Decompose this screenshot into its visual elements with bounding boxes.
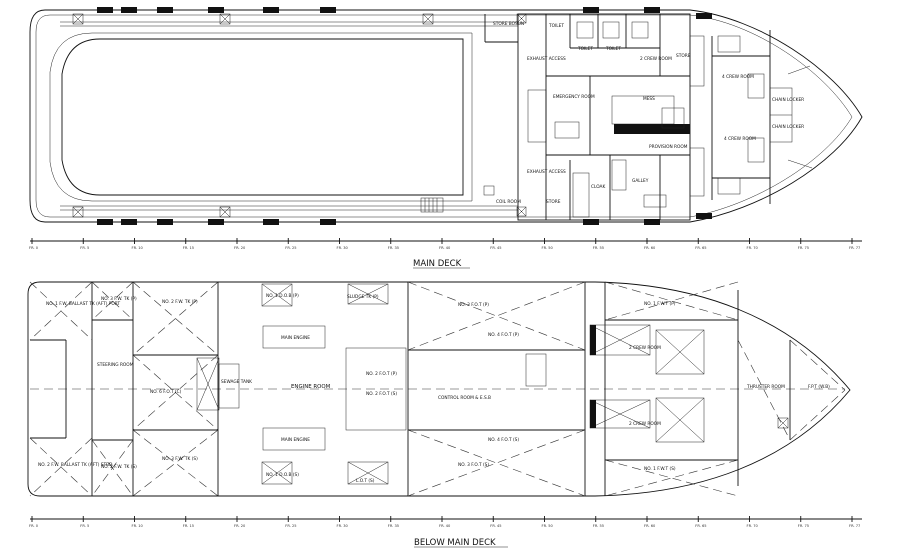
frame-tick-label: FR. 75 bbox=[798, 524, 809, 528]
frame-tick-label: FR. 0 bbox=[29, 246, 39, 250]
label-fot6c: NO. 6 F.O.T (C) bbox=[150, 389, 182, 395]
frame-tick-label: FR. 60 bbox=[644, 246, 656, 250]
main-deck-cargo-area bbox=[61, 38, 464, 196]
frame-scale-main: FR. 0 FR. 5 FR. 10 FR. 15 FR. 20 FR. 25 FR. 30… bbox=[29, 238, 862, 250]
label-dob-s: NO. 1 D.O.B (S) bbox=[266, 472, 299, 478]
label-exhaust-access-bot: EXHAUST ACCESS bbox=[527, 169, 566, 175]
frame-tick-label: FR. 20 bbox=[234, 524, 246, 528]
label-thruster-room: THRUSTER ROOM bbox=[746, 384, 785, 390]
frame-tick-label: FR. 5 bbox=[80, 524, 89, 528]
label-fot2p: NO. 2 F.O.T (P) bbox=[366, 371, 397, 377]
label-fot4s: NO. 4 F.O.T (S) bbox=[488, 437, 519, 443]
frame-tick-label: FR. 15 bbox=[183, 246, 194, 250]
label-store-fwd: STORE bbox=[676, 53, 691, 59]
label-fwtk3s: NO. 3 F.W. TK (S) bbox=[162, 456, 198, 462]
main-deck-hull-outline bbox=[29, 9, 863, 223]
frame-tick-label: FR. 25 bbox=[285, 246, 296, 250]
frame-tick-label: FR. 10 bbox=[132, 246, 144, 250]
frame-tick-label: FR. 75 bbox=[798, 246, 809, 250]
frame-tick-label: FR. 77 bbox=[849, 524, 860, 528]
label-chain-locker-b: CHAIN LOCKER bbox=[772, 124, 804, 130]
frame-tick-label: FR. 0 bbox=[29, 524, 39, 528]
label-engine-room: ENGINE ROOM bbox=[291, 384, 331, 390]
label-emergency-room: EMERGENCY ROOM bbox=[553, 94, 595, 100]
label-main-engine-bot: MAIN ENGINE bbox=[281, 437, 310, 443]
label-toilet-b: TOILET bbox=[577, 46, 593, 52]
below-main-deck-title: BELOW MAIN DECK bbox=[414, 538, 496, 548]
frame-tick-label: FR. 70 bbox=[747, 246, 759, 250]
label-fwtk2s: NO. 2 F.W. TK (S) bbox=[101, 464, 137, 470]
main-deck-title: MAIN DECK bbox=[413, 259, 462, 269]
label-fwtk2p: NO. 2 F.W. TK (P) bbox=[162, 299, 198, 305]
label-toilet-a: TOILET bbox=[548, 23, 564, 29]
frame-tick-label: FR. 40 bbox=[439, 246, 451, 250]
frame-tick-label: FR. 55 bbox=[593, 524, 604, 528]
frame-tick-label: FR. 35 bbox=[388, 524, 399, 528]
frame-tick-label: FR. 65 bbox=[695, 246, 706, 250]
label-fot3p: NO. 3 F.O.T (P) bbox=[458, 302, 489, 308]
below-deck-hull-outline bbox=[27, 281, 851, 497]
label-fwt1s: NO. 1 F.W.T (S) bbox=[644, 466, 676, 472]
frame-tick-label: FR. 55 bbox=[593, 246, 604, 250]
frame-tick-label: FR. 40 bbox=[439, 524, 451, 528]
frame-tick-label: FR. 20 bbox=[234, 246, 246, 250]
frame-tick-label: FR. 30 bbox=[337, 246, 349, 250]
frame-tick-label: FR. 45 bbox=[490, 524, 501, 528]
label-fot4p: NO. 4 F.O.T (P) bbox=[488, 332, 519, 338]
label-dob-p: NO. 1 D.O.B (P) bbox=[266, 293, 299, 299]
frame-tick-label: FR. 70 bbox=[747, 524, 759, 528]
frame-tick-label: FR. 10 bbox=[132, 524, 144, 528]
label-fot2s: NO. 2 F.O.T (S) bbox=[366, 391, 397, 397]
label-fot3s: NO. 3 F.O.T (S) bbox=[458, 462, 489, 468]
frame-tick-label: FR. 35 bbox=[388, 246, 399, 250]
frame-tick-label: FR. 77 bbox=[849, 246, 860, 250]
main-deck-plan: STORE BOSUN TOILET TOILET TOILET STORE 2… bbox=[29, 7, 863, 225]
label-lot-s: L.O.T (S) bbox=[356, 478, 375, 484]
label-fw-ballast-port: NO. 1 F.W. BALLAST TK (AFT) PORT bbox=[46, 301, 120, 307]
label-sludge-tk: SLUDGE TK (P) bbox=[347, 294, 379, 300]
label-steering-room: STEERING ROOM bbox=[97, 362, 134, 368]
label-4-crew-room-b: 4 CREW ROOM bbox=[724, 136, 756, 142]
label-exhaust-access-top: EXHAUST ACCESS bbox=[527, 56, 566, 62]
label-store-aft: STORE bbox=[546, 199, 561, 205]
frame-tick-label: FR. 65 bbox=[695, 524, 706, 528]
label-coil-room: COIL ROOM bbox=[496, 199, 521, 205]
frame-tick-label: FR. 15 bbox=[183, 524, 194, 528]
below-main-deck-plan: NO. 1 F.W. BALLAST TK (AFT) PORT NO. 2 F… bbox=[27, 281, 851, 497]
frame-tick-label: FR. 45 bbox=[490, 246, 501, 250]
frame-scale-below: FR. 0 FR. 5 FR. 10 FR. 15 FR. 20 FR. 25 FR. 30… bbox=[29, 516, 862, 528]
frame-tick-label: FR. 25 bbox=[285, 524, 296, 528]
label-mess: MESS bbox=[643, 96, 655, 102]
label-toilet-c: TOILET bbox=[605, 46, 621, 52]
label-galley: GALLEY bbox=[632, 178, 649, 184]
label-fw-ballast-stbd: NO. 2 F.W. BALLAST TK (AFT) STBD bbox=[38, 462, 113, 468]
label-chain-locker-a: CHAIN LOCKER bbox=[772, 97, 804, 103]
frame-tick-label: FR. 50 bbox=[542, 246, 554, 250]
label-fwtk3p: NO. 3 F.W. TK (P) bbox=[101, 296, 137, 302]
label-crew-room-2-s: 2 CREW ROOM bbox=[629, 421, 661, 427]
label-main-engine-top: MAIN ENGINE bbox=[281, 335, 310, 341]
frame-tick-label: FR. 5 bbox=[80, 246, 89, 250]
label-cloak: CLOAK bbox=[591, 184, 605, 190]
frame-tick-label: FR. 50 bbox=[542, 524, 554, 528]
label-fwt1p: NO. 1 F.W.T (P) bbox=[644, 301, 676, 307]
label-control-room: CONTROL ROOM & E.S.B bbox=[438, 395, 491, 401]
frame-tick-label: FR. 60 bbox=[644, 524, 656, 528]
label-provision-room: PROVISION ROOM bbox=[649, 144, 688, 150]
label-4-crew-room-a: 4 CREW ROOM bbox=[722, 74, 754, 80]
label-sewage-tank: SEWAGE TANK bbox=[221, 379, 252, 385]
label-2-crew-room-top: 2 CREW ROOM bbox=[640, 56, 672, 62]
label-store-bosun: STORE BOSUN bbox=[493, 21, 524, 27]
label-fpt: F.P.T (W.B) bbox=[808, 384, 830, 390]
frame-tick-label: FR. 30 bbox=[337, 524, 349, 528]
accommodation-block bbox=[517, 13, 691, 221]
label-crew-room-2-p: 2 CREW ROOM bbox=[629, 345, 661, 351]
